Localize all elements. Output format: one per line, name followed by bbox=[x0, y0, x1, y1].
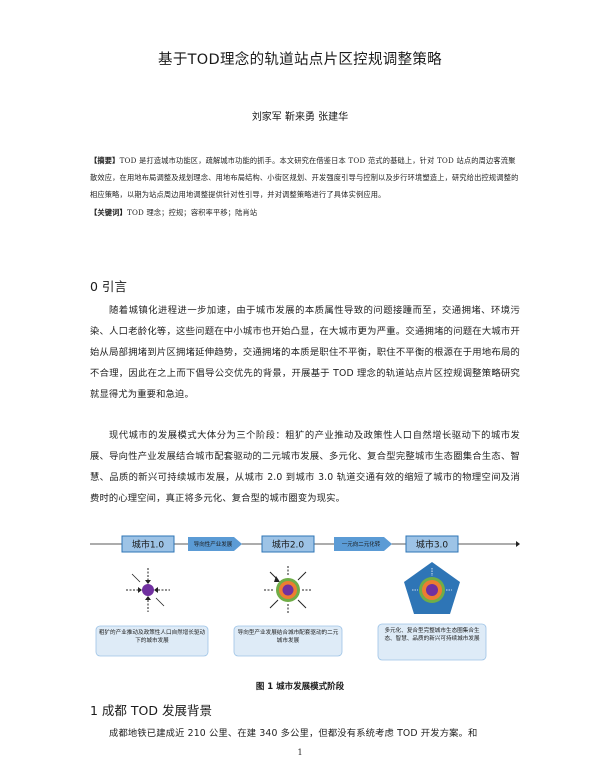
node-city-2-label: 城市2.0 bbox=[272, 539, 305, 551]
abstract-paragraph: 【摘要】TOD 是打造城市功能区，疏解城市功能的抓手。本文研究在借鉴日本 TOD… bbox=[90, 152, 520, 204]
section-heading-intro: 0 引言 bbox=[90, 279, 127, 294]
paper-title: 基于TOD理念的轨道站点片区控规调整策略 bbox=[158, 52, 442, 68]
abstract-label: 【摘要】 bbox=[90, 156, 120, 165]
figure-caption: 图 1 城市发展模式阶段 bbox=[255, 682, 345, 692]
box-city-2-text: 导向型产业发展结合城市配套驱动的二元城市发展 bbox=[237, 630, 339, 644]
arrow-2-label: 一元向二元化转 bbox=[342, 540, 381, 548]
abstract-text: TOD 是打造城市功能区，疏解城市功能的抓手。本文研究在借鉴日本 TOD 范式的… bbox=[90, 156, 519, 200]
arrow-1-label: 导向性产业发展 bbox=[194, 540, 233, 548]
page-number: 1 bbox=[297, 748, 303, 757]
box-city-3 bbox=[377, 623, 487, 661]
timeline-arrowhead bbox=[516, 541, 520, 547]
intro-paragraph-2: 现代城市的发展模式大体分为三个阶段：粗犷的产业推动及政策性人口自然增长驱动下的城… bbox=[90, 430, 520, 504]
authors: 刘家军 靳来勇 张建华 bbox=[251, 112, 349, 123]
node-city-3-label: 城市3.0 bbox=[416, 539, 449, 551]
section-heading-1: 1 成都 TOD 发展背景 bbox=[90, 703, 212, 718]
figure-city-development: 城市1.0 导向性产业发展 城市2.0 一元向二元化转 城市3.0 bbox=[90, 535, 520, 661]
box-city-3-text: 多元化、复合型完整城市生态圈集合生态、智慧、品质的新兴可持续城市发展 bbox=[384, 628, 480, 642]
symbol-city-3 bbox=[404, 562, 460, 614]
box-city-2 bbox=[233, 625, 343, 657]
node-city-2 bbox=[261, 535, 315, 553]
node-city-1 bbox=[121, 535, 175, 553]
arrow-2 bbox=[334, 537, 392, 551]
box-city-1 bbox=[95, 625, 209, 657]
symbol-city-1 bbox=[126, 568, 170, 612]
intro-paragraph-1: 随着城镇化进程进一步加速，由于城市发展的本质属性导致的问题接踵而至，交通拥堵、环… bbox=[90, 305, 520, 400]
node-city-3 bbox=[405, 535, 459, 553]
section1-paragraph-1: 成都地铁已建成近 210 公里、在建 340 多公里，但都没有系统考虑 TOD … bbox=[109, 728, 478, 739]
node-city-1-label: 城市1.0 bbox=[132, 539, 165, 551]
box-city-1-text: 粗犷的产业推动及政策性人口自然增长驱动下的城市发展 bbox=[98, 630, 206, 644]
keywords-text: TOD 理念；控规；容积率平移；陆肖站 bbox=[126, 207, 258, 217]
keywords-line: 【关键词】TOD 理念；控规；容积率平移；陆肖站 bbox=[90, 204, 520, 221]
arrow-1 bbox=[188, 537, 242, 551]
keywords-label: 【关键词】 bbox=[90, 207, 127, 217]
abstract-block: 【摘要】TOD 是打造城市功能区，疏解城市功能的抓手。本文研究在借鉴日本 TOD… bbox=[90, 152, 520, 221]
symbol-city-2 bbox=[264, 566, 312, 614]
